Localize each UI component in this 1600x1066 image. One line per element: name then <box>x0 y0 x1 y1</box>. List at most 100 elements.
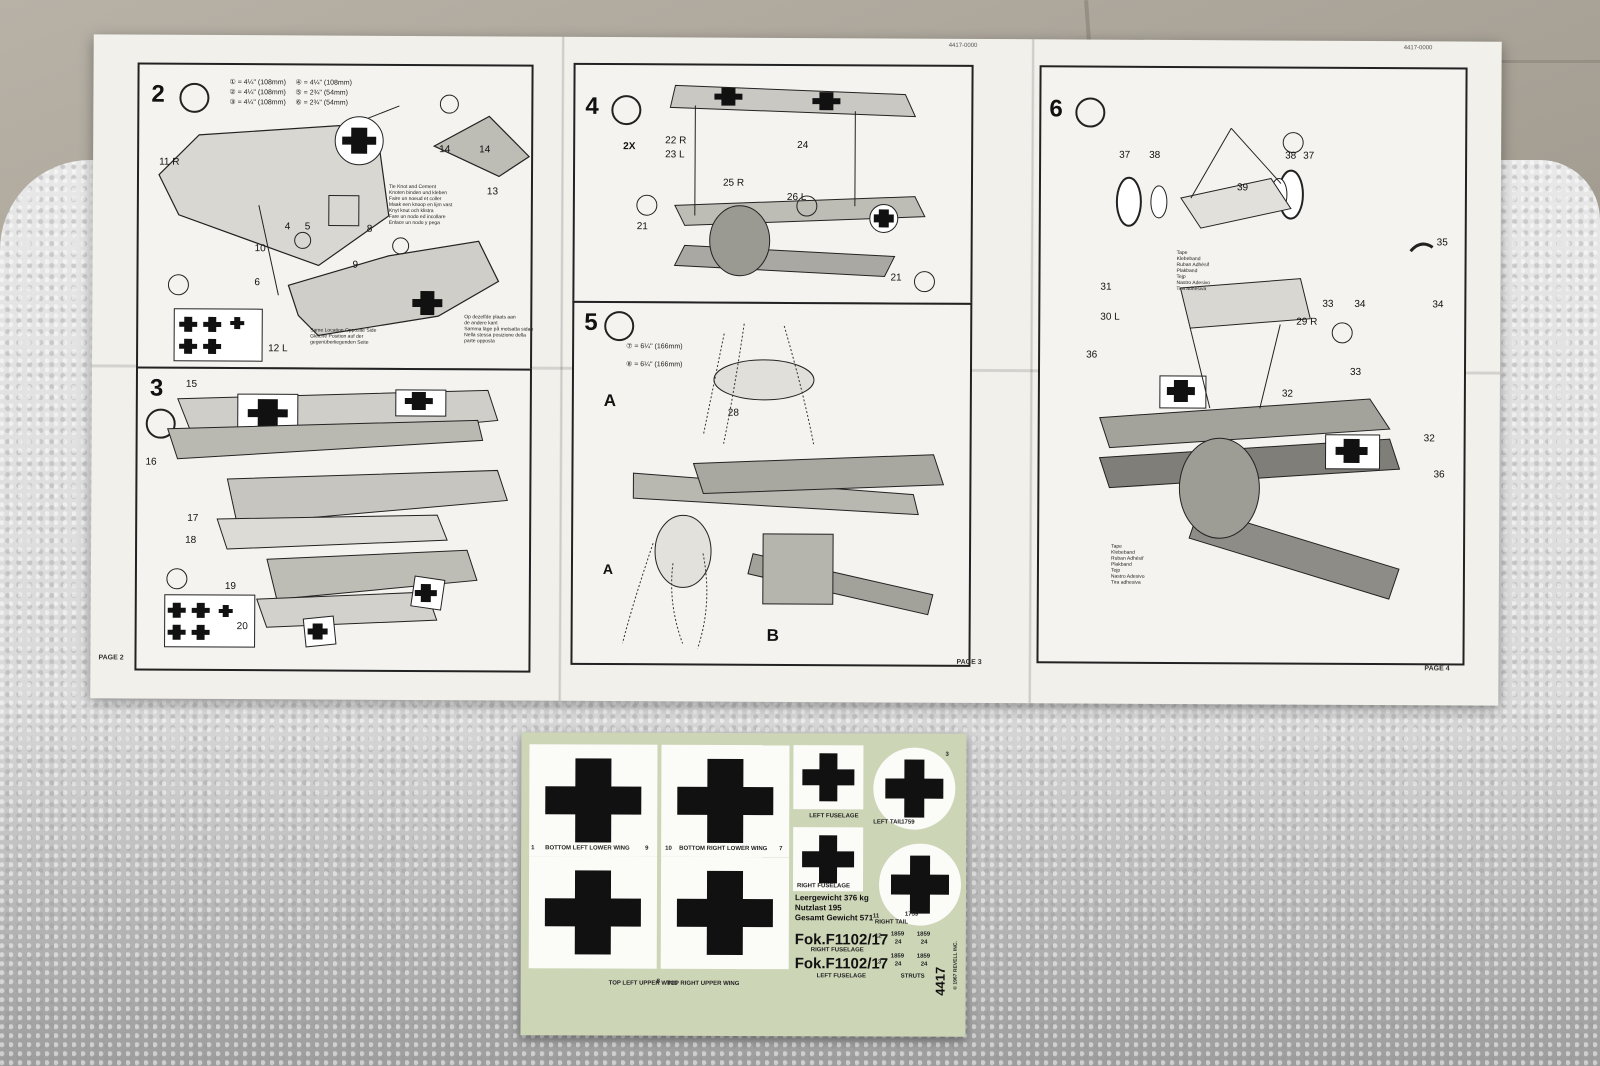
decal-cross-10 <box>661 744 790 858</box>
strut-number: 1859 <box>890 931 905 938</box>
decal-number: 12 <box>874 933 882 940</box>
decal-number: 7 <box>779 846 783 853</box>
part-label: 6 <box>254 277 261 289</box>
part-label: 31 <box>1100 281 1112 293</box>
decal-label: BOTTOM RIGHT LOWER WING <box>679 845 768 853</box>
panel-step-6: 6 37 38 38 37 39 <box>1036 65 1468 666</box>
part-label: 38 <box>1285 150 1297 162</box>
part-label: 35 <box>1436 237 1448 249</box>
part-label: 26 L <box>786 191 807 204</box>
part-label: 32 <box>1423 433 1435 445</box>
weight-label: Leergewicht <box>794 893 842 903</box>
page-label: PAGE 3 <box>956 658 982 666</box>
decal-number: 9 <box>645 845 649 852</box>
part-label: 38 <box>1149 149 1161 161</box>
decal-label: LEFT FUSELAGE <box>809 813 859 820</box>
part-label: 13 <box>486 186 499 198</box>
decal-cross-9 <box>660 856 790 970</box>
decal-number: 1 <box>531 845 535 852</box>
weight-line: Gesamt Gewicht 571 <box>795 913 873 922</box>
panel-step-3: 3 15 16 17 18 19 20 <box>134 366 533 673</box>
part-label: 4 <box>284 221 291 233</box>
part-label: 36 <box>1433 469 1445 481</box>
decal-number: 8 <box>656 978 661 985</box>
weight-line: Nutzlast 195 <box>795 903 842 912</box>
weight-value: 571 <box>859 913 874 923</box>
strut-number: 24 <box>894 961 902 968</box>
part-label: 28 <box>727 407 739 419</box>
part-label: 25 R <box>722 177 745 189</box>
page-label: PAGE 4 <box>1424 665 1450 673</box>
decal-cross-left-tail <box>873 747 956 830</box>
tail-code: 1759 <box>904 911 919 918</box>
triplane-wings-drawing <box>636 84 935 293</box>
page-code: 4417-0000 <box>1403 45 1433 52</box>
part-label: 15 <box>185 378 198 390</box>
part-label: 37 <box>1119 149 1131 161</box>
part-label: 21 <box>890 272 902 284</box>
part-label: 33 <box>1322 298 1334 310</box>
decal-number: 10 <box>665 845 672 852</box>
strut-number: 24 <box>920 961 928 968</box>
strut-number: 1859 <box>890 953 905 960</box>
weight-label: Nutzlast <box>794 903 827 913</box>
part-label: 22 R <box>665 135 687 147</box>
instruction-sheet: 4417-0000 4417-0000 2 ① = 4¼" (108mm) ② … <box>90 34 1502 706</box>
page-label: PAGE 2 <box>98 654 124 662</box>
part-label: 11 R <box>159 156 180 168</box>
part-label: 14 <box>439 144 451 156</box>
part-label: 37 <box>1303 150 1315 162</box>
decal-label: STRUTS <box>900 973 925 980</box>
decal-cross-right-tail <box>878 843 962 926</box>
decal-number: 11 <box>872 913 880 920</box>
part-label: 23 L <box>665 149 685 161</box>
decal-label: TOP RIGHT UPPER WING <box>666 980 740 987</box>
tape-note: Tape Klebeband Ruban Adhésif Plakband Te… <box>1176 249 1211 293</box>
weight-value: 195 <box>828 903 842 913</box>
weight-label: Gesamt Gewicht <box>794 913 858 923</box>
strut-number: 1859 <box>916 931 931 938</box>
landing-gear-drawing <box>1098 127 1434 600</box>
part-label: 21 <box>636 221 648 233</box>
decal-label: BOTTOM LEFT LOWER WING <box>545 845 630 852</box>
copyright-text: © 1967 REVELL INC. <box>952 941 959 990</box>
strut-number: 24 <box>920 939 928 946</box>
part-label: 24 <box>797 140 809 152</box>
part-label: 18 <box>185 534 197 546</box>
part-label: 10 <box>254 243 266 255</box>
fuselage-drawing <box>158 94 531 362</box>
part-label: 5 <box>304 221 311 233</box>
part-label: 17 <box>187 512 199 524</box>
weight-value: 376 kg <box>843 893 869 903</box>
decal-label: RIGHT FUSELAGE <box>810 947 864 954</box>
part-label: 39 <box>1236 182 1249 194</box>
decal-cross-left-fuselage <box>793 745 864 810</box>
part-label: 34 <box>1432 299 1444 311</box>
rigging-drawing <box>622 323 945 649</box>
wing-drawing <box>164 389 508 648</box>
decal-label: LEFT FUSELAGE <box>816 973 867 980</box>
decal-cross-8 <box>528 856 658 969</box>
decal-cross-right-fuselage <box>792 827 864 892</box>
part-label: 14 <box>479 144 491 156</box>
part-label: 9 <box>352 259 359 271</box>
part-label: 33 <box>1349 366 1362 378</box>
part-label: 20 <box>236 621 248 633</box>
part-label: 19 <box>224 581 237 593</box>
strut-number: 1859 <box>916 953 931 960</box>
view-label-a: A <box>603 390 617 411</box>
kit-number: 4417 <box>932 966 948 996</box>
decal-sheet: 1 BOTTOM LEFT LOWER WING 9 10 BOTTOM RIG… <box>520 732 967 1037</box>
part-label: 2X <box>623 141 636 153</box>
opposite-side-note: Op dezelfde plaats aan de andere kant Sa… <box>464 314 534 345</box>
part-label: 8 <box>366 223 373 235</box>
decal-label: LEFT TAIL <box>873 819 903 826</box>
part-label: 30 L <box>1100 311 1120 323</box>
decal-cross-1 <box>529 744 658 857</box>
weight-line: Leergewicht 376 kg <box>795 893 869 902</box>
decal-label: RIGHT TAIL <box>874 919 909 926</box>
tail-code: 1759 <box>901 819 915 826</box>
part-label: 16 <box>145 456 157 468</box>
panel-step-2: 2 ① = 4¼" (108mm) ② = 4¼" (108mm) ③ = 4¼… <box>135 62 534 371</box>
part-label: 12 L <box>268 343 288 355</box>
